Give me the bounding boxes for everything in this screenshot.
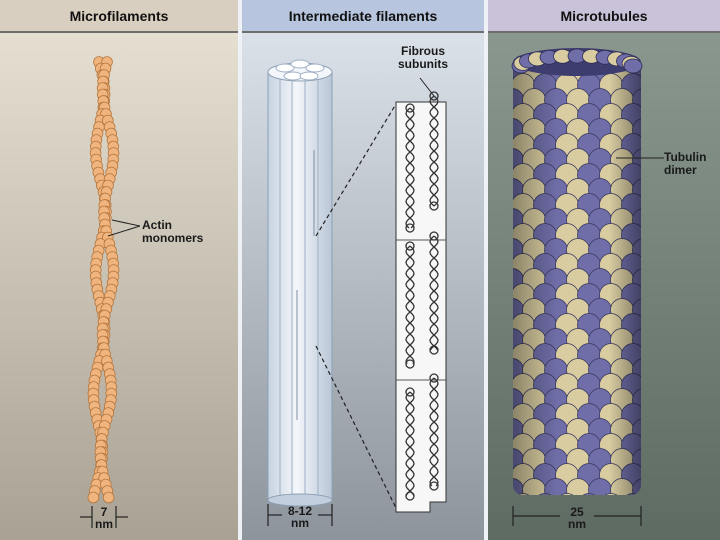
fibrous-knot (405, 387, 415, 397)
dimension-unit: nm (291, 516, 309, 530)
fibrous-strand (405, 245, 415, 365)
fibrous-strand (405, 391, 415, 497)
dimension-value: 8-12 (287, 504, 313, 518)
label-tubulin-dimer: Tubulin dimer (664, 150, 707, 177)
fibrous-knot (429, 481, 439, 491)
fibrous-knot (429, 91, 439, 101)
fibrous-knot (429, 373, 439, 383)
fibrous-knot (405, 491, 415, 501)
fibrous-knot (405, 223, 415, 233)
fibrous-knot (405, 359, 415, 369)
fibrous-knot (405, 103, 415, 113)
actin-monomer (87, 491, 100, 504)
zoom-line-top (315, 103, 397, 237)
dimension-intermediate: 8-12 nm (278, 505, 322, 529)
dimension-unit: nm (568, 517, 586, 531)
dimension-microtubule: 25 nm (557, 506, 597, 530)
microfilament-dimension-bracket (80, 506, 128, 528)
fibrous-strand (429, 95, 439, 207)
header-intermediate-filaments: Intermediate filaments (242, 0, 484, 33)
label-actin-monomers: Actin monomers (142, 218, 204, 245)
fibrous-strand (405, 391, 415, 497)
fibrous-strand (429, 235, 439, 351)
fibrous-knot (405, 241, 415, 251)
intermediate-filament-rod (267, 59, 333, 507)
actin-filament (87, 56, 120, 504)
dimension-value: 25 (570, 505, 584, 519)
fibrous-subunit-strip (395, 91, 447, 513)
header-microfilaments: Microfilaments (0, 0, 238, 33)
microtubule-dimension-bracket (512, 506, 642, 526)
intermediate-dimension-bracket (267, 504, 333, 526)
actin-monomer (102, 491, 115, 504)
fibrous-strand (429, 235, 439, 351)
tubulin-rim-subunit (623, 58, 643, 74)
fibrous-knot (429, 201, 439, 211)
dimension-microfilament: 7 nm (92, 506, 116, 530)
zoom-line-bottom (315, 345, 397, 509)
dimension-value: 7 (100, 505, 108, 519)
fibrous-strand (429, 377, 439, 487)
fibrous-strand (405, 107, 415, 229)
fibrous-knot (429, 231, 439, 241)
header-microtubules: Microtubules (488, 0, 720, 33)
fibrous-strand (405, 107, 415, 229)
fibrous-strand (429, 377, 439, 487)
fibrous-knot (429, 345, 439, 355)
fibrous-strand (405, 245, 415, 365)
microtubule-cylinder (511, 48, 643, 495)
label-fibrous-subunits: Fibrous subunits (398, 44, 448, 71)
dimension-unit: nm (95, 517, 113, 531)
